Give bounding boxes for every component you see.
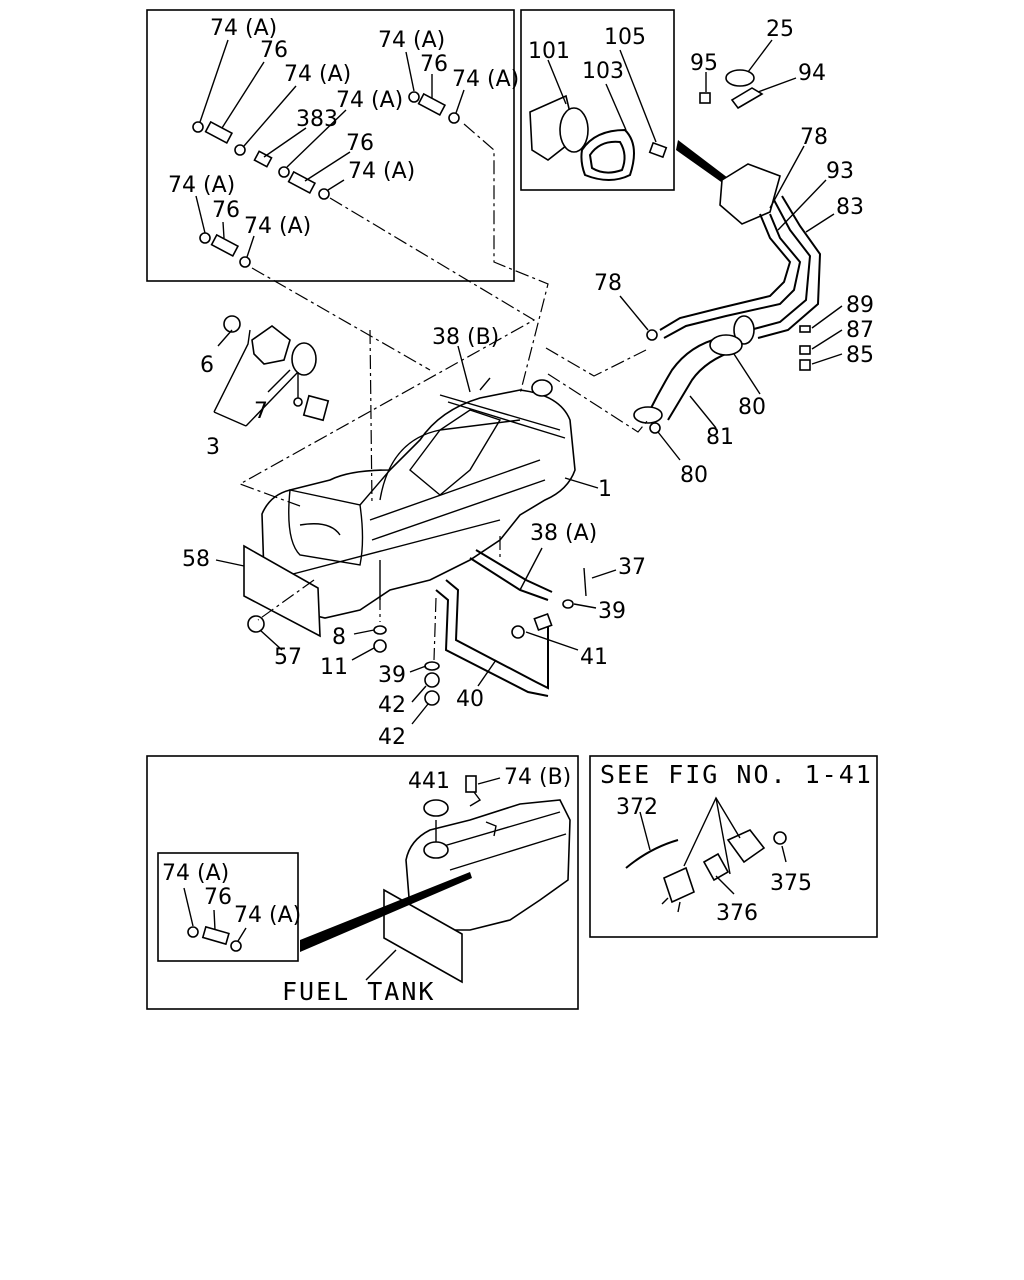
sender-unit <box>223 315 330 422</box>
label-6: 6 <box>200 353 214 378</box>
label-74a: 74 (A) <box>162 861 229 886</box>
label-42: 42 <box>378 693 406 718</box>
label-93: 93 <box>826 159 854 184</box>
fuel-tank-main <box>261 377 576 619</box>
label-376: 376 <box>716 901 758 926</box>
label-7: 7 <box>254 399 268 424</box>
label-76: 76 <box>260 38 288 63</box>
label-76: 76 <box>346 131 374 156</box>
tank-variant-inset-box <box>157 852 299 962</box>
label-11: 11 <box>320 655 348 680</box>
label-74a: 74 (A) <box>336 88 403 113</box>
callout-labels: 74 (A) 76 74 (A) 74 (A) 383 76 74 (A) 74… <box>162 16 874 928</box>
label-105: 105 <box>604 25 646 50</box>
diagram-caption: FUEL TANK <box>282 977 435 1006</box>
see-fig-title: SEE FIG NO. 1-41 <box>600 760 873 789</box>
hose-detail-box <box>146 9 515 282</box>
tank-variant <box>383 775 571 984</box>
filler-neck-detail-box <box>520 9 675 191</box>
label-74a: 74 (A) <box>244 214 311 239</box>
label-38a: 38 (A) <box>530 521 597 546</box>
label-83: 83 <box>836 195 864 220</box>
label-74a: 74 (A) <box>452 67 519 92</box>
label-74b: 74 (B) <box>504 765 571 790</box>
label-3: 3 <box>206 435 220 460</box>
label-87: 87 <box>846 318 874 343</box>
see-fig-parts <box>625 829 787 913</box>
filler-neck-detail <box>529 94 668 181</box>
label-76: 76 <box>420 52 448 77</box>
tank-variant-box <box>146 755 579 1010</box>
tank-shield <box>243 544 321 638</box>
label-8: 8 <box>332 625 346 650</box>
label-37: 37 <box>618 555 646 580</box>
label-103: 103 <box>582 59 624 84</box>
label-76: 76 <box>204 885 232 910</box>
label-94: 94 <box>798 61 826 86</box>
label-74a: 74 (A) <box>234 903 301 928</box>
label-58: 58 <box>182 547 210 572</box>
label-74a: 74 (A) <box>284 62 351 87</box>
label-40: 40 <box>456 687 484 712</box>
label-81: 81 <box>706 425 734 450</box>
label-57: 57 <box>274 645 302 670</box>
label-1: 1 <box>598 477 612 502</box>
label-80: 80 <box>738 395 766 420</box>
label-89: 89 <box>846 293 874 318</box>
filler-pipe-assembly <box>633 69 822 434</box>
label-85: 85 <box>846 343 874 368</box>
label-41: 41 <box>580 645 608 670</box>
label-101: 101 <box>528 39 570 64</box>
label-383: 383 <box>296 107 338 132</box>
label-74a: 74 (A) <box>378 28 445 53</box>
label-39: 39 <box>378 663 406 688</box>
label-78: 78 <box>594 271 622 296</box>
label-25: 25 <box>766 17 794 42</box>
label-76: 76 <box>212 198 240 223</box>
label-78: 78 <box>800 125 828 150</box>
label-80: 80 <box>680 463 708 488</box>
label-38b: 38 (B) <box>432 325 499 350</box>
label-42: 42 <box>378 725 406 750</box>
label-74a: 74 (A) <box>348 159 415 184</box>
label-95: 95 <box>690 51 718 76</box>
see-fig-box <box>589 755 878 938</box>
label-441: 441 <box>408 769 450 794</box>
tank-straps <box>424 549 587 706</box>
hose-set-1 <box>192 91 460 268</box>
label-74a: 74 (A) <box>168 173 235 198</box>
label-39: 39 <box>598 599 626 624</box>
label-74a: 74 (A) <box>210 16 277 41</box>
label-375: 375 <box>770 871 812 896</box>
label-372: 372 <box>616 795 658 820</box>
